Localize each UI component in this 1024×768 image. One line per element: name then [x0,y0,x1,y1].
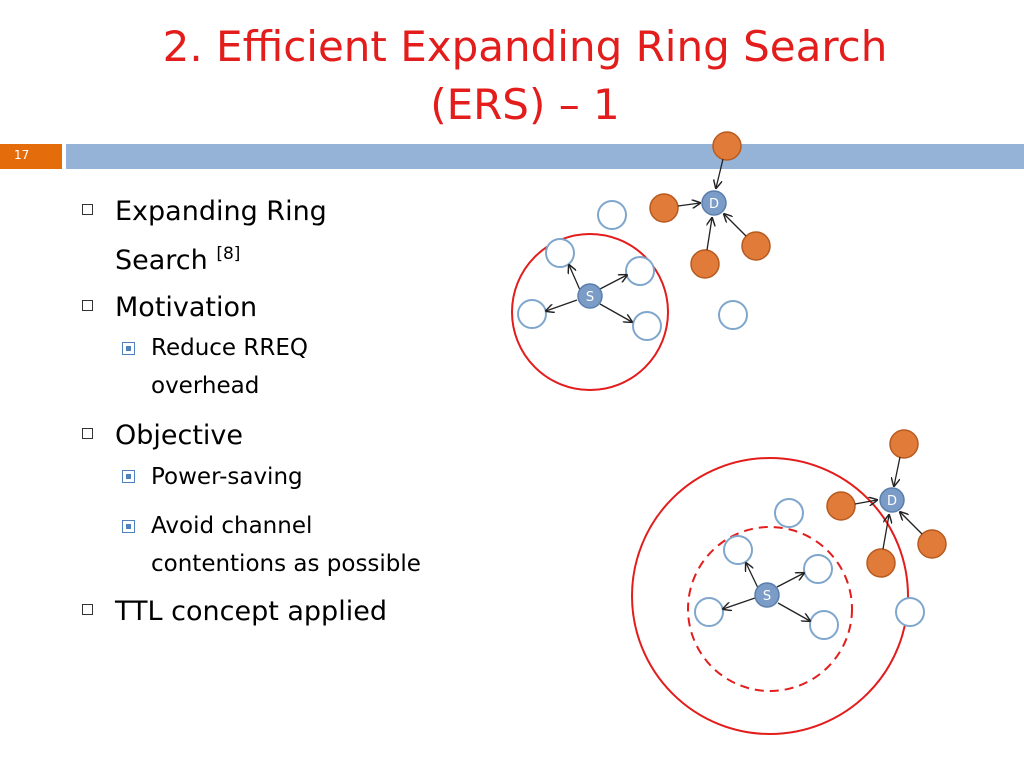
edge-arrow [569,265,581,291]
destination-node [701,190,727,216]
square-bullet-icon [82,300,93,311]
edge-arrow [900,512,923,535]
page-number: 17 [14,148,30,162]
neighbor-node [649,193,679,223]
neighbor-node [741,231,771,261]
edge-arrow [777,602,810,621]
subbullet-avoid-contentions: Avoid channel contentions as possible [82,507,502,583]
previous-search-ring [687,526,853,692]
subbullet-text: Reduce RREQ [151,335,308,361]
neighbor-node [712,131,742,161]
slide-title: 2. Efficient Expanding Ring Search (ERS)… [60,18,990,134]
square-bullet-icon [82,604,93,615]
bullet-text: Expanding Ring [115,196,327,227]
bullet-text: TTL concept applied [115,596,387,627]
edge-arrow [599,275,627,290]
empty-node [545,238,575,268]
edge-arrow [746,563,759,589]
edge-arrow [724,214,747,237]
square-bullet-icon [82,428,93,439]
title-line-2: (ERS) – 1 [430,80,620,129]
title-line-1: 2. Efficient Expanding Ring Search [162,22,888,71]
bullet-expanding-ring-search: Expanding Ring Search [8] [82,191,502,282]
destination-label: D [709,197,719,212]
neighbor-node [866,548,896,578]
destination-label: D [887,494,897,509]
diagram-ttl2: S D [631,429,947,735]
bullet-ttl-concept: TTL concept applied [82,591,502,633]
empty-node [517,299,547,329]
empty-node [895,597,925,627]
source-label: S [586,290,594,305]
empty-node [625,256,655,286]
edge-arrow [882,515,889,550]
source-node [754,582,780,608]
title-divider-bar [66,144,1024,169]
edge-arrow [599,303,632,322]
edge-arrow [707,218,712,251]
edge-arrow [723,597,756,609]
edge-arrow [894,456,901,486]
empty-node [774,498,804,528]
diagram-ttl1: S D [511,131,771,391]
empty-node [809,610,839,640]
neighbor-node [917,529,947,559]
filled-square-bullet-icon [122,470,135,483]
empty-node [723,535,753,565]
source-node [577,283,603,309]
neighbor-node [690,249,720,279]
page-number-box: 17 [0,144,62,169]
destination-node [879,487,905,513]
source-label: S [763,589,771,604]
subbullet-text: contentions as possible [151,551,421,577]
empty-node [694,597,724,627]
edge-arrow [677,203,700,206]
bullet-text: Objective [115,420,244,451]
bullet-text: Motivation [115,292,258,323]
bullet-list: Expanding Ring Search [8] Motivation Red… [82,186,502,633]
subbullet-reduce-rreq: Reduce RREQ overhead [82,329,502,405]
search-ring [511,233,669,391]
expanded-search-ring [631,457,909,735]
subbullet-text: overhead [151,373,260,399]
reference-superscript: [8] [216,244,241,264]
empty-node [597,200,627,230]
bullet-motivation: Motivation [82,287,502,329]
empty-node [803,554,833,584]
edge-arrow [716,158,724,188]
bullet-objective: Objective [82,415,502,457]
subbullet-text: Avoid channel [151,513,313,539]
filled-square-bullet-icon [122,342,135,355]
edge-arrow [854,500,877,504]
subbullet-text: Power-saving [151,464,303,490]
neighbor-node [826,491,856,521]
filled-square-bullet-icon [122,520,135,533]
empty-node [718,300,748,330]
edge-arrow [776,573,804,588]
empty-node [632,311,662,341]
square-bullet-icon [82,204,93,215]
neighbor-node [889,429,919,459]
bullet-text: Search [115,245,217,276]
edge-arrow [546,299,578,311]
subbullet-power-saving: Power-saving [82,457,502,497]
